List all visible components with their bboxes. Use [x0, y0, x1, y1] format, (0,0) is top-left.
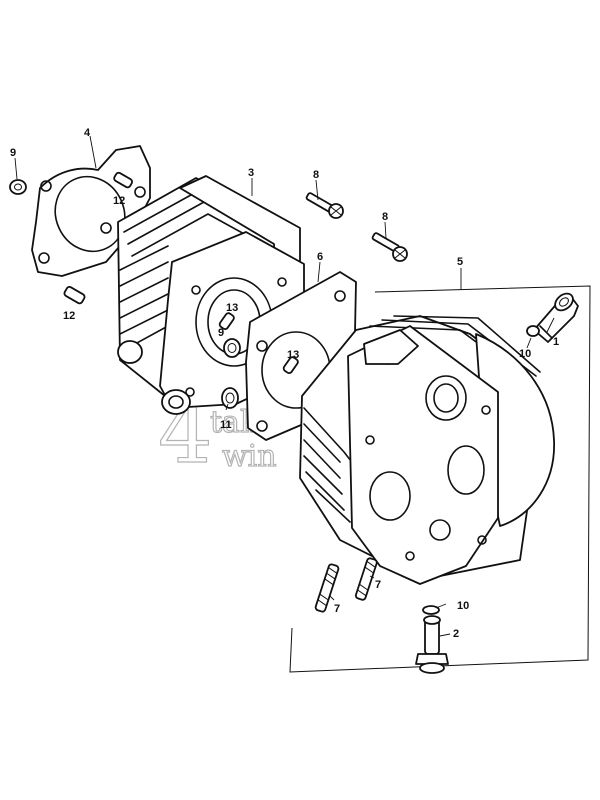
callout-7-left: 7	[334, 603, 340, 615]
callout-13-cylinder: 13	[226, 302, 238, 314]
dowel-pin-13-cylinder	[218, 312, 235, 330]
washer-9-left	[9, 179, 27, 195]
o-ring-11	[221, 387, 239, 409]
stud-7-right	[354, 557, 378, 601]
callout-9-center: 9	[218, 327, 224, 339]
callout-8-lower: 8	[382, 211, 388, 223]
callout-4: 4	[84, 127, 91, 139]
o-ring-10-lower	[422, 605, 440, 615]
callout-7-right: 7	[375, 579, 381, 591]
callout-10-upper: 10	[519, 348, 531, 360]
callout-1: 1	[553, 336, 559, 348]
oil-fitting-1	[533, 292, 579, 343]
bolt-8-lower	[371, 232, 408, 262]
cylinder-head-assembly-frame	[289, 285, 591, 673]
callout-11: 11	[220, 419, 232, 431]
watermark-line2: win	[222, 439, 277, 474]
stud-7-left	[314, 563, 340, 613]
oil-fitting-2	[415, 615, 449, 674]
dowel-pin-12-lower	[63, 286, 86, 305]
callout-10-lower: 10	[457, 600, 469, 612]
dowel-pin-13-gasket	[282, 356, 299, 374]
washer-9-left-hole	[14, 183, 22, 191]
callout-9-left: 9	[10, 147, 16, 159]
callout-6: 6	[317, 251, 323, 263]
cylinder-head	[299, 315, 555, 585]
callout-12-lower: 12	[63, 310, 75, 322]
leader-lines	[14, 135, 555, 637]
callout-12-upper: 12	[113, 195, 125, 207]
bolt-8-upper	[305, 192, 344, 219]
callout-13-gasket: 13	[287, 349, 299, 361]
o-ring-11-hole	[225, 392, 235, 404]
washer-9-center	[223, 338, 241, 358]
dowel-pin-12-upper	[113, 171, 133, 189]
callout-2: 2	[453, 628, 459, 640]
o-ring-10-upper	[526, 325, 540, 337]
callout-3: 3	[248, 167, 254, 179]
callout-5: 5	[457, 256, 463, 268]
callouts: 4 9 12 12 3 8 8 6 5 1 10 13 9 13 11 10 2…	[10, 127, 559, 640]
washer-9-center-hole	[227, 343, 237, 353]
callout-8-upper: 8	[313, 169, 319, 181]
